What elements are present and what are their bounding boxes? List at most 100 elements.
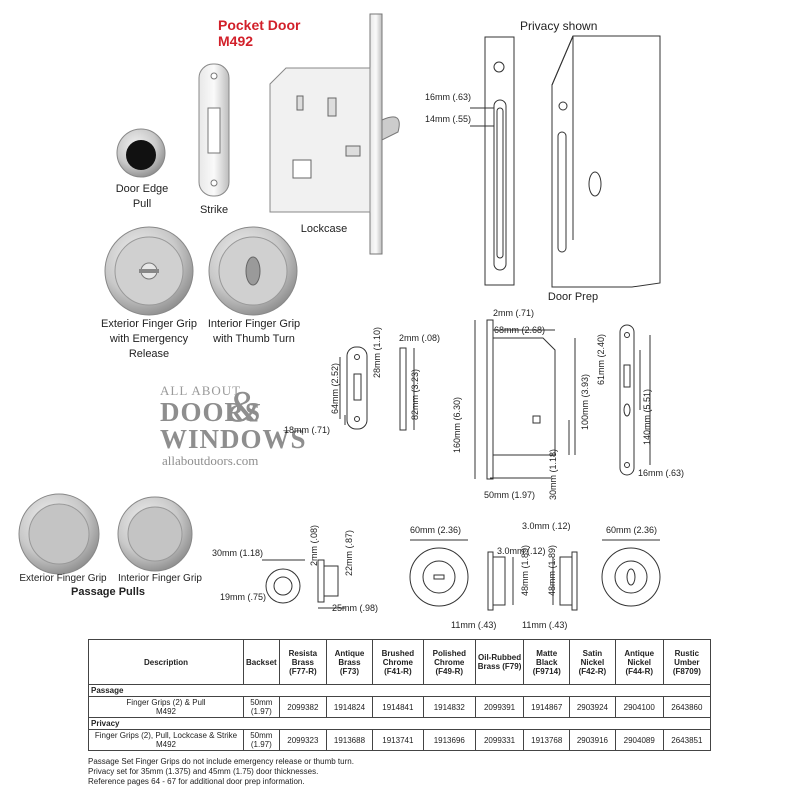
dim-16mm: 16mm (.63) [425,92,472,102]
desc-cell: Finger Grips (2), Pull, Lockcase & Strik… [88,729,244,751]
table-cell: 2643851 [662,729,712,751]
backset-cell: 50mm(1.97) [243,696,280,718]
dim-3mm-b: 3.0mm (.12) [522,521,571,531]
table-row: Passage [88,684,711,697]
strike-dimension-drawing [339,346,415,431]
dim-11mm-a: 11mm (.43) [451,620,497,630]
table-cell: 1913768 [523,729,571,751]
dim-22mm: 22mm (.87) [344,529,354,576]
dim-18mm: 18mm (.71) [284,425,331,435]
strike-image [198,63,230,197]
pull-dimension-drawing [262,559,345,609]
table-header-row: Description Backset Resista Brass (F77-R… [88,639,712,685]
col-description: Description [88,639,244,685]
dim-60mm-b: 60mm (2.36) [606,525,658,535]
col-matte-black: Matte Black (F9714) [523,639,571,685]
dim-61mm: 61mm (2.40) [596,333,606,385]
table-cell: 2099331 [474,729,525,751]
exterior-grip-emergency-image [104,226,194,316]
lockcase-dimension-drawing [474,319,576,480]
dim-2mm-strike: 2mm (.08) [399,333,441,343]
dim-28mm: 28mm (1.10) [372,326,382,378]
table-cell: 2904089 [614,729,664,751]
col-antique-nickel: Antique Nickel (F44-R) [614,639,664,685]
table-notes: Passage Set Finger Grips do not include … [88,757,354,787]
col-oil-rubbed-brass: Oil-Rubbed Brass (F79) [474,639,525,685]
spec-table: Description Backset Resista Brass (F77-R… [88,639,712,751]
door-edge-pull-image [116,128,166,178]
dim-14mm: 14mm (.55) [425,114,472,124]
table-cell: 1914824 [326,696,373,718]
table-cell: 2903924 [569,696,616,718]
passage-int-grip-label: Interior Finger Grip [118,573,202,584]
lockcase-label: Lockcase [300,223,348,235]
dim-25mm: 25mm (.98) [332,603,379,613]
dim-50mm: 50mm (1.97) [484,490,536,500]
dim-48mm-b: 48mm (1.89) [547,544,557,596]
dim-3mm-a: 3.0mm (.12) [497,546,546,556]
note-line: Passage Set Finger Grips do not include … [88,757,354,766]
dim-48mm-a: 48mm (1.89) [520,544,530,596]
dim-60mm-a: 60mm (2.36) [410,525,462,535]
dim-2mm-pull: 2mm (.08) [309,524,319,566]
table-row: Finger Grips (2), Pull, Lockcase & Strik… [88,729,712,751]
col-resista-brass: Resista Brass (F77-R) [278,639,328,685]
door-prep-drawing [551,35,661,288]
table-cell: 2099382 [278,696,328,718]
table-cell: 1914832 [422,696,476,718]
dim-2mm-top: 2mm (.71) [493,308,535,318]
col-backset: Backset [243,639,280,685]
dim-100mm: 100mm (3.93) [580,373,590,430]
table-cell: 1914841 [371,696,424,718]
privacy-shown-label: Privacy shown [520,19,598,33]
col-rustic-umber: Rustic Umber (F8709) [662,639,712,685]
table-cell: 1913741 [371,729,424,751]
dim-160mm: 160mm (6.30) [452,396,462,453]
col-brushed-chrome: Brushed Chrome (F41-R) [371,639,424,685]
dim-64mm: 64mm (2.52) [330,362,340,414]
col-antique-brass: Antique Brass (F73) [326,639,373,685]
note-line: Privacy set for 35mm (1.375) and 45mm (1… [88,767,319,776]
table-cell: 2099323 [278,729,328,751]
table-cell: 2099391 [474,696,525,718]
dim-30mm-pull: 30mm (1.18) [212,548,264,558]
grip-dimension-drawing-b [552,539,661,611]
table-cell: 1913688 [326,729,373,751]
faceplate-dimension-drawing [619,324,651,476]
table-cell: 2643860 [662,696,712,718]
table-cell: 2904100 [614,696,664,718]
table-cell: 2903916 [569,729,616,751]
col-polished-chrome: Polished Chrome (F49-R) [422,639,476,685]
door-prep-label: Door Prep [547,291,599,303]
dim-30mm: 30mm (1.18) [548,448,558,500]
dim-19mm: 19mm (.75) [220,592,267,602]
strike-label: Strike [199,204,229,216]
dim-11mm-b: 11mm (.43) [522,620,568,630]
col-satin-nickel: Satin Nickel (F42-R) [569,639,616,685]
privacy-edge-drawing [470,36,515,286]
backset-cell: 50mm(1.97) [243,729,280,751]
passage-interior-grip-image [117,496,193,572]
dim-68mm: 68mm (2.68) [494,325,546,335]
brand-logo: ALL ABOUT DOORS & WINDOWS allaboutdoors.… [160,382,307,468]
table-cell: 1914867 [523,696,571,718]
dim-16mm-b: 16mm (.63) [638,468,685,478]
table-row: Privacy [88,717,711,730]
section-privacy: Privacy [88,717,711,730]
grip-dimension-drawing-a [409,539,514,611]
note-line: Reference pages 64 - 67 for additional d… [88,777,305,786]
passage-ext-grip-label: Exterior Finger Grip [19,573,107,584]
passage-exterior-grip-image [18,493,100,575]
interior-grip-thumbturn-image [208,226,298,316]
dim-140mm: 140mm (5.51) [642,388,652,445]
table-cell: 1913696 [422,729,476,751]
section-passage: Passage [88,684,711,697]
lockcase-image [269,13,400,255]
